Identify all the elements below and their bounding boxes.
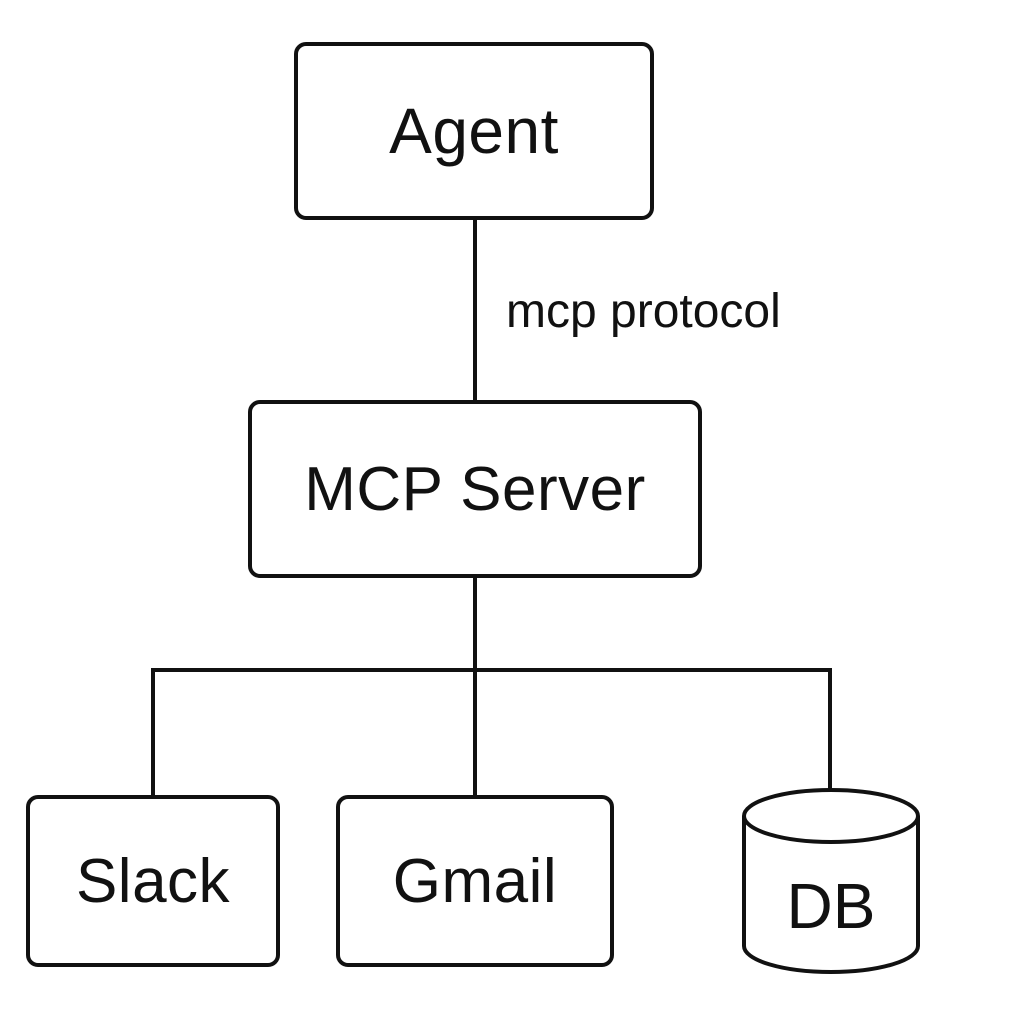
node-mcp-server: MCP Server xyxy=(248,400,702,578)
node-slack: Slack xyxy=(26,795,280,967)
node-db-label: DB xyxy=(786,870,876,942)
node-agent: Agent xyxy=(294,42,654,220)
database-cylinder-icon xyxy=(742,788,920,974)
node-agent-label: Agent xyxy=(389,95,559,167)
node-slack-label: Slack xyxy=(75,846,231,916)
node-gmail-label: Gmail xyxy=(392,846,558,916)
node-gmail: Gmail xyxy=(336,795,614,967)
edge-label-protocol: mcp protocol xyxy=(506,285,781,338)
node-db: DB xyxy=(740,786,922,976)
node-mcp-server-label: MCP Server xyxy=(304,454,646,524)
